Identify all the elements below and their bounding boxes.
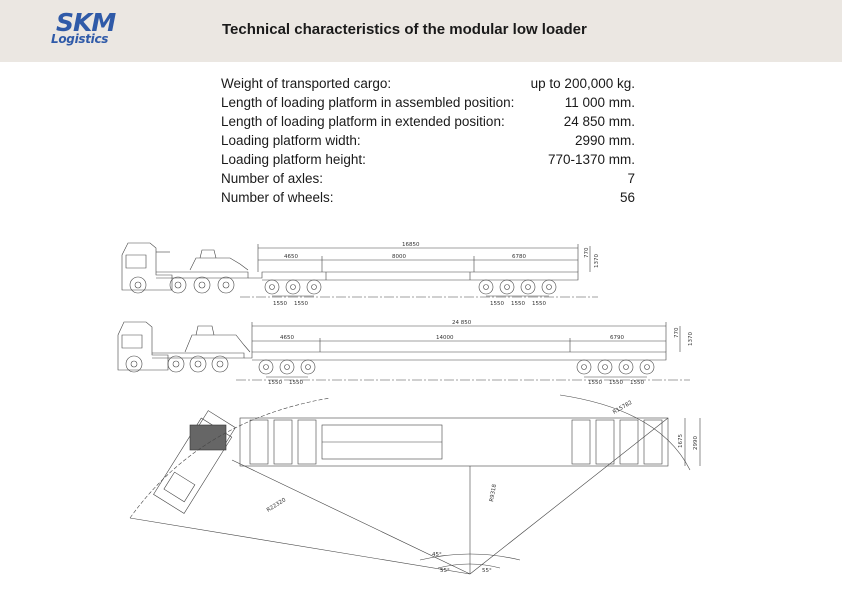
dim-height-low-extended: 770 — [674, 327, 680, 338]
spec-value: up to 200,000 kg. — [530, 76, 635, 91]
dim-overall-extended: 24 850 — [452, 320, 472, 326]
spec-label: Number of wheels: — [221, 190, 334, 205]
dim-front-extended: 4650 — [280, 335, 294, 341]
header-bar: SKM Logistics Technical characteristics … — [0, 0, 842, 62]
spec-value: 7 — [627, 171, 635, 186]
spec-label: Length of loading platform in extended p… — [221, 114, 505, 129]
dim-axle-a5: 1550 — [532, 301, 546, 307]
side-view-extended — [117, 321, 690, 381]
skm-logistics-logo: SKM Logistics — [50, 8, 130, 49]
dim-rear-extended: 6790 — [610, 335, 624, 341]
side-view-assembled — [121, 242, 598, 298]
dim-width-inner: 1675 — [678, 434, 684, 448]
dim-width-platform: 2990 — [693, 436, 699, 450]
specs-table: Weight of transported cargo: up to 200,00… — [221, 76, 635, 209]
dimension-labels: 16850 4650 8000 6780 1550 1550 1550 1550… — [266, 242, 699, 574]
dim-axle-b4: 1550 — [609, 380, 623, 386]
dim-axle-a2: 1550 — [294, 301, 308, 307]
dim-radius-outer: R22320 — [266, 497, 288, 514]
dim-rear-assembled: 6780 — [512, 254, 526, 260]
dim-overall-assembled: 16850 — [402, 242, 420, 248]
dim-axle-a1: 1550 — [273, 301, 287, 307]
dim-angle-top: 45° — [432, 552, 442, 558]
spec-row-wheels: Number of wheels: 56 — [221, 190, 635, 209]
spec-value: 24 850 mm. — [563, 114, 635, 129]
spec-value: 56 — [619, 190, 635, 205]
spec-label: Weight of transported cargo: — [221, 76, 392, 91]
dim-height-low-assembled: 770 — [584, 247, 590, 258]
dim-radius-center: R9318 — [489, 483, 498, 502]
dim-axle-a4: 1550 — [511, 301, 525, 307]
dim-axle-a3: 1550 — [490, 301, 504, 307]
dim-angle-right: 55° — [482, 568, 492, 574]
spec-row-axles: Number of axles: 7 — [221, 171, 635, 190]
dim-axle-b1: 1550 — [268, 380, 282, 386]
spec-label: Loading platform width: — [221, 133, 361, 148]
page-title: Technical characteristics of the modular… — [222, 21, 587, 38]
spec-label: Number of axles: — [221, 171, 324, 186]
dim-axle-b2: 1550 — [289, 380, 303, 386]
logo-main-text: SKM — [56, 8, 116, 37]
dim-front-assembled: 4650 — [284, 254, 298, 260]
spec-label: Length of loading platform in assembled … — [221, 95, 515, 110]
spec-value: 2990 mm. — [574, 133, 635, 148]
spec-row-length-extended: Length of loading platform in extended p… — [221, 114, 635, 133]
dim-height-high-assembled: 1370 — [594, 254, 600, 268]
dim-axle-b3: 1550 — [588, 380, 602, 386]
spec-row-height: Loading platform height: 770-1370 mm. — [221, 152, 635, 171]
spec-row-width: Loading platform width: 2990 mm. — [221, 133, 635, 152]
spec-row-length-assembled: Length of loading platform in assembled … — [221, 95, 635, 114]
top-view-turning — [129, 394, 701, 575]
dim-angle-left: 55° — [440, 568, 450, 574]
spec-value: 11 000 mm. — [564, 95, 635, 110]
dim-axle-b5: 1550 — [630, 380, 644, 386]
spec-label: Loading platform height: — [221, 152, 366, 167]
logo-sub-text: Logistics — [51, 32, 109, 46]
spec-value: 770-1370 mm. — [547, 152, 635, 167]
dim-middle-assembled: 8000 — [392, 254, 406, 260]
dim-middle-extended: 14000 — [436, 335, 454, 341]
spec-row-weight: Weight of transported cargo: up to 200,00… — [221, 76, 635, 95]
dim-radius-inner: R15782 — [612, 400, 633, 416]
dim-height-high-extended: 1370 — [688, 332, 694, 346]
